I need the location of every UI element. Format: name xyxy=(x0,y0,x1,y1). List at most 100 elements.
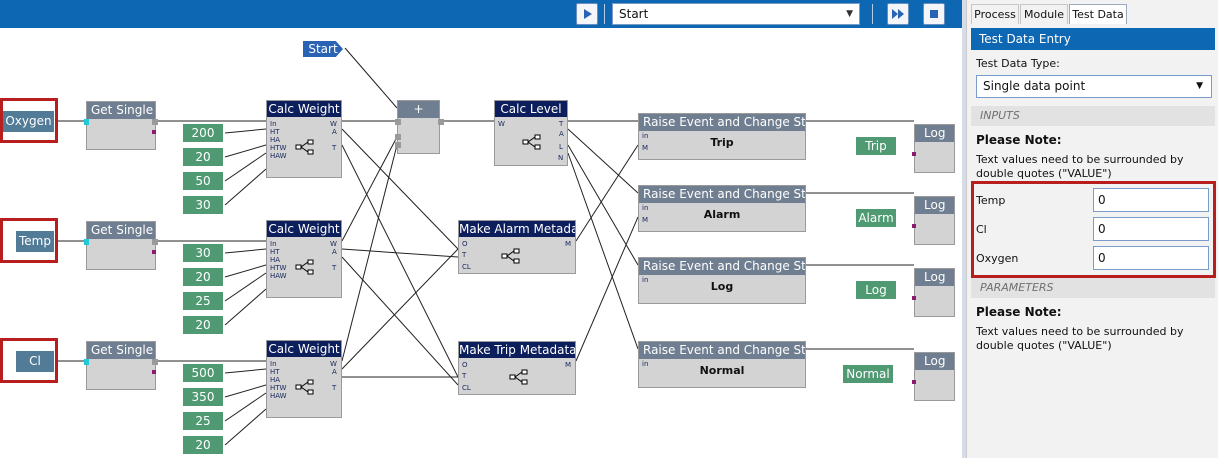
constant-value[interactable]: 20 xyxy=(183,316,223,334)
sum-node[interactable]: + xyxy=(395,100,444,154)
state-constant[interactable]: Log xyxy=(856,281,896,299)
node-title: Get Single xyxy=(87,222,155,239)
temp-field[interactable]: 0 xyxy=(1093,188,1209,212)
log-node[interactable]: Log xyxy=(912,124,955,173)
port-label: T xyxy=(332,384,337,392)
test-data-panel: Process Module Test Data Test Data Entry… xyxy=(966,0,1218,458)
port-label: HA xyxy=(270,256,281,264)
tab-module[interactable]: Module xyxy=(1020,4,1068,24)
calc-weight-node[interactable]: Calc Weight In HT HA HTW HAW W A T xyxy=(266,220,342,298)
state-label: Log xyxy=(710,280,734,293)
constant-value[interactable]: 25 xyxy=(183,412,223,430)
stop-button[interactable] xyxy=(923,3,945,25)
start-node[interactable]: Start xyxy=(303,41,343,57)
input-oxygen[interactable]: Oxygen xyxy=(3,111,54,132)
port-label: A xyxy=(332,128,337,136)
state-label: Normal xyxy=(699,364,745,377)
run-button[interactable] xyxy=(576,3,598,25)
get-single-node[interactable]: Get Single xyxy=(84,101,158,150)
constant-value[interactable]: 25 xyxy=(183,292,223,310)
calc-level-node[interactable]: Calc Level W T A L N xyxy=(494,100,568,166)
node-title: Get Single xyxy=(87,342,155,359)
state-constant[interactable]: Normal xyxy=(843,365,893,383)
port-label: T xyxy=(462,372,467,380)
node-title: Log xyxy=(915,353,954,370)
highlight-box xyxy=(971,181,1216,278)
port-label: in xyxy=(642,132,649,140)
raise-event-node[interactable]: Raise Event and Change State in Log xyxy=(638,257,806,304)
constant-value[interactable]: 200 xyxy=(183,124,223,142)
connection-wires xyxy=(58,47,914,446)
port-label: L xyxy=(559,143,563,151)
port-label: in xyxy=(642,276,649,284)
port-label: CL xyxy=(462,384,471,392)
port-label: HA xyxy=(270,136,281,144)
type-select-value: Single data point xyxy=(983,79,1086,93)
inputs-section-header: INPUTS xyxy=(971,106,1215,126)
port-label: A xyxy=(559,130,564,138)
function-graph-icon xyxy=(509,369,528,385)
state-constant[interactable]: Trip xyxy=(856,137,896,155)
input-port xyxy=(912,152,916,156)
port-label: HAW xyxy=(270,272,287,280)
cl-field[interactable]: 0 xyxy=(1093,217,1209,241)
node-title: Raise Event and Change State xyxy=(639,258,805,275)
function-graph-icon xyxy=(295,139,314,155)
node-title: Log xyxy=(915,269,954,286)
note-title: Please Note: xyxy=(976,133,1062,147)
toolbar-divider xyxy=(604,4,605,24)
make-alarm-metadata-node[interactable]: Make Alarm Metadata O T CL M xyxy=(458,220,576,274)
get-single-node[interactable]: Get Single xyxy=(84,341,158,390)
raise-event-node[interactable]: Raise Event and Change State in M Alarm xyxy=(638,185,806,232)
log-node[interactable]: Log xyxy=(912,352,955,401)
port-label: HT xyxy=(270,128,280,136)
port-label: W xyxy=(330,360,337,368)
port-label: T xyxy=(559,120,564,128)
port-label: HT xyxy=(270,248,280,256)
port-label: A xyxy=(332,368,337,376)
port-label: M xyxy=(565,361,572,369)
state-select[interactable]: Start ▼ xyxy=(612,3,860,25)
flow-canvas[interactable]: Start Oxygen Temp Cl Get Single Get Sing… xyxy=(0,28,962,458)
note-text: Text values need to be surrounded by dou… xyxy=(976,153,1184,180)
port-label: in xyxy=(642,360,649,368)
input-port xyxy=(84,359,89,365)
field-label: Oxygen xyxy=(976,252,1019,265)
log-node[interactable]: Log xyxy=(912,196,955,245)
output-port xyxy=(438,119,444,125)
constant-value[interactable]: 30 xyxy=(183,196,223,214)
highlight-box xyxy=(0,218,58,263)
tab-process[interactable]: Process xyxy=(971,4,1019,24)
calc-weight-node[interactable]: Calc Weight In HT HA HTW HAW W A T xyxy=(266,100,342,178)
input-port xyxy=(912,296,916,300)
get-single-node[interactable]: Get Single xyxy=(84,221,158,270)
constant-value[interactable]: 500 xyxy=(183,364,223,382)
splitter[interactable] xyxy=(962,0,966,458)
oxygen-field[interactable]: 0 xyxy=(1093,246,1209,270)
input-temp[interactable]: Temp xyxy=(16,231,54,252)
input-cl[interactable]: Cl xyxy=(16,351,54,372)
test-data-type-select[interactable]: Single data point ▼ xyxy=(976,75,1212,98)
log-node[interactable]: Log xyxy=(912,268,955,317)
calc-weight-node[interactable]: Calc Weight In HT HA HTW HAW W A T xyxy=(266,340,342,418)
state-label: Alarm xyxy=(703,208,741,221)
constant-value[interactable]: 20 xyxy=(183,268,223,286)
make-trip-metadata-node[interactable]: Make Trip Metadata O T CL M xyxy=(458,341,576,395)
raise-event-node[interactable]: Raise Event and Change State in M Trip xyxy=(638,113,806,160)
port-label: HTW xyxy=(270,384,287,392)
port-label: HTW xyxy=(270,144,287,152)
output-port xyxy=(152,250,156,254)
constant-value[interactable]: 20 xyxy=(183,436,223,454)
note-text: Text values need to be surrounded by dou… xyxy=(976,325,1184,352)
constant-value[interactable]: 50 xyxy=(183,172,223,190)
raise-event-node[interactable]: Raise Event and Change State in Normal xyxy=(638,341,806,388)
constant-value[interactable]: 350 xyxy=(183,388,223,406)
state-constant[interactable]: Alarm xyxy=(856,209,896,227)
port-label: M xyxy=(642,144,649,152)
constant-value[interactable]: 20 xyxy=(183,148,223,166)
node-title: Make Trip Metadata xyxy=(459,342,575,358)
node-title: Log xyxy=(915,197,954,214)
tab-test-data[interactable]: Test Data xyxy=(1069,4,1127,24)
step-button[interactable] xyxy=(887,3,909,25)
constant-value[interactable]: 30 xyxy=(183,244,223,262)
